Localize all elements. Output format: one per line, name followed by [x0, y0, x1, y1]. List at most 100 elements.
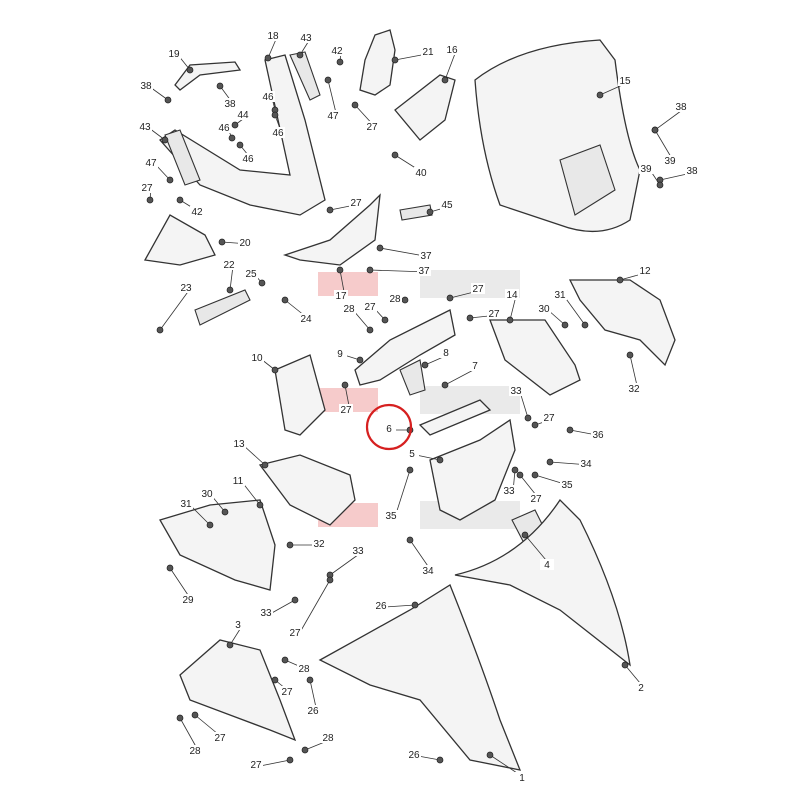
- callout-bg: [417, 265, 431, 276]
- callout-35[interactable]: 35: [385, 511, 397, 522]
- callout-18[interactable]: 18: [267, 31, 279, 42]
- callout-27[interactable]: 27: [543, 413, 555, 424]
- callout-42[interactable]: 42: [331, 46, 343, 57]
- callout-27[interactable]: 27: [281, 687, 293, 698]
- callout-2[interactable]: 2: [638, 683, 644, 694]
- callout-27[interactable]: 27: [364, 302, 376, 313]
- callout-29[interactable]: 29: [182, 595, 194, 606]
- callout-28[interactable]: 28: [298, 664, 310, 675]
- callout-33[interactable]: 33: [352, 546, 364, 557]
- callout-27[interactable]: 27: [530, 494, 542, 505]
- callout-21[interactable]: 21: [422, 47, 434, 58]
- callout-39[interactable]: 39: [664, 156, 676, 167]
- callout-32[interactable]: 32: [628, 384, 640, 395]
- callout-26[interactable]: 26: [375, 601, 387, 612]
- callout-31[interactable]: 31: [554, 290, 566, 301]
- callout-34[interactable]: 34: [580, 459, 592, 470]
- callout-38[interactable]: 38: [675, 102, 687, 113]
- callout-7[interactable]: 7: [472, 361, 478, 372]
- callout-24[interactable]: 24: [300, 314, 312, 325]
- callout-46[interactable]: 46: [262, 92, 274, 103]
- callout-43[interactable]: 43: [300, 33, 312, 44]
- callout-30[interactable]: 30: [201, 489, 213, 500]
- callout-bg: [144, 157, 158, 168]
- callout-13[interactable]: 13: [233, 439, 245, 450]
- callout-25[interactable]: 25: [245, 269, 257, 280]
- callout-bg: [421, 565, 435, 576]
- callout-34[interactable]: 34: [422, 566, 434, 577]
- callout-15[interactable]: 15: [619, 76, 631, 87]
- callout-38[interactable]: 38: [140, 81, 152, 92]
- callout-27[interactable]: 27: [250, 760, 262, 771]
- callout-45[interactable]: 45: [441, 200, 453, 211]
- callout-30[interactable]: 30: [538, 304, 550, 315]
- callout-35[interactable]: 35: [561, 480, 573, 491]
- fastener-part: [441, 381, 449, 389]
- callout-bg: [440, 199, 454, 210]
- callout-37[interactable]: 37: [418, 266, 430, 277]
- callout-6[interactable]: 6: [386, 424, 392, 435]
- leader-line: [189, 504, 211, 526]
- callout-33[interactable]: 33: [503, 486, 515, 497]
- callout-47[interactable]: 47: [327, 111, 339, 122]
- callout-28[interactable]: 28: [389, 294, 401, 305]
- part-16-deflector: [394, 74, 456, 141]
- callout-4[interactable]: 4: [544, 560, 550, 571]
- callout-23[interactable]: 23: [180, 283, 192, 294]
- callout-3[interactable]: 3: [235, 620, 241, 631]
- callout-27[interactable]: 27: [472, 284, 484, 295]
- callout-26[interactable]: 26: [408, 750, 420, 761]
- callout-38[interactable]: 38: [224, 99, 236, 110]
- callout-38[interactable]: 38: [686, 166, 698, 177]
- callout-28[interactable]: 28: [189, 746, 201, 757]
- callout-10[interactable]: 10: [251, 353, 263, 364]
- callout-bg: [591, 429, 605, 440]
- callout-12[interactable]: 12: [639, 266, 651, 277]
- callout-46[interactable]: 46: [272, 128, 284, 139]
- leader-line: [563, 295, 586, 326]
- callout-46[interactable]: 46: [242, 154, 254, 165]
- callout-14[interactable]: 14: [506, 290, 518, 301]
- callout-27[interactable]: 27: [340, 405, 352, 416]
- fastener-part: [436, 456, 444, 464]
- callout-19[interactable]: 19: [168, 49, 180, 60]
- callout-44[interactable]: 44: [237, 110, 249, 121]
- callout-43[interactable]: 43: [139, 122, 151, 133]
- callout-22[interactable]: 22: [223, 260, 235, 271]
- fastener-part: [411, 601, 419, 609]
- callout-39[interactable]: 39: [640, 164, 652, 175]
- callout-27[interactable]: 27: [366, 122, 378, 133]
- fastener-part: [376, 244, 384, 252]
- callout-16[interactable]: 16: [446, 45, 458, 56]
- callout-bg: [179, 282, 193, 293]
- callout-bg: [445, 44, 459, 55]
- callout-20[interactable]: 20: [239, 238, 251, 249]
- callout-28[interactable]: 28: [343, 304, 355, 315]
- callout-33[interactable]: 33: [260, 608, 272, 619]
- callout-27[interactable]: 27: [488, 309, 500, 320]
- callout-46[interactable]: 46: [218, 123, 230, 134]
- callout-8[interactable]: 8: [443, 348, 449, 359]
- callout-27[interactable]: 27: [141, 183, 153, 194]
- callout-26[interactable]: 26: [307, 706, 319, 717]
- callout-33[interactable]: 33: [510, 386, 522, 397]
- callout-bg: [266, 30, 280, 41]
- callout-5[interactable]: 5: [409, 449, 415, 460]
- callout-32[interactable]: 32: [313, 539, 325, 550]
- fastener-part: [651, 126, 659, 134]
- callout-9[interactable]: 9: [337, 349, 343, 360]
- callout-37[interactable]: 37: [420, 251, 432, 262]
- callout-40[interactable]: 40: [415, 168, 427, 179]
- callout-1[interactable]: 1: [519, 773, 525, 784]
- fastener-part: [256, 501, 264, 509]
- callout-47[interactable]: 47: [145, 158, 157, 169]
- callout-28[interactable]: 28: [322, 733, 334, 744]
- callout-31[interactable]: 31: [180, 499, 192, 510]
- callout-27[interactable]: 27: [350, 198, 362, 209]
- callout-27[interactable]: 27: [214, 733, 226, 744]
- callout-27[interactable]: 27: [289, 628, 301, 639]
- callout-17[interactable]: 17: [335, 291, 347, 302]
- callout-36[interactable]: 36: [592, 430, 604, 441]
- callout-11[interactable]: 11: [233, 476, 244, 487]
- callout-42[interactable]: 42: [191, 207, 203, 218]
